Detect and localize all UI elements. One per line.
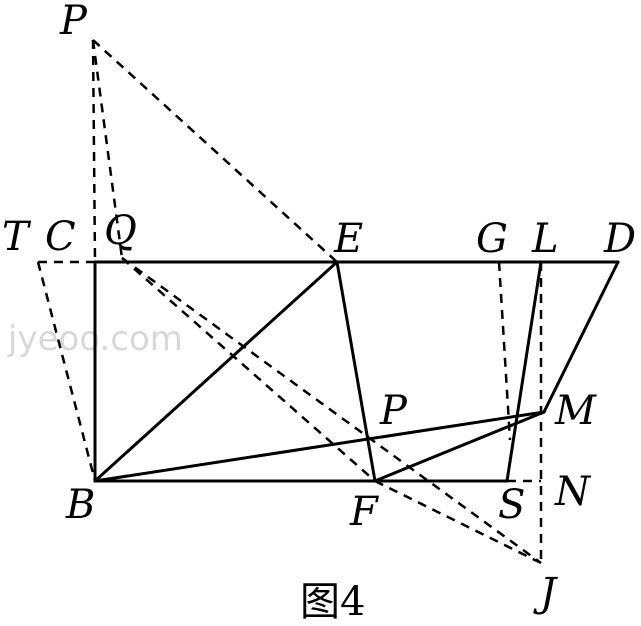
label-P-top: P — [59, 0, 88, 44]
label-E: E — [333, 216, 363, 262]
line-BM — [93, 410, 546, 483]
label-D: D — [603, 216, 636, 262]
label-T: T — [2, 214, 32, 260]
line-LS — [505, 260, 543, 483]
line-EF — [335, 260, 377, 483]
line-QJ — [121, 256, 542, 565]
line-TB — [36, 261, 97, 482]
label-J: J — [533, 570, 558, 616]
label-B: B — [65, 482, 95, 528]
label-P-mid: P — [379, 388, 408, 434]
line-DM — [542, 260, 620, 414]
label-G: G — [476, 216, 508, 262]
figure-caption: 图4 — [300, 579, 365, 625]
label-L: L — [531, 216, 559, 262]
label-M: M — [554, 388, 597, 434]
label-F: F — [349, 489, 379, 535]
label-C: C — [45, 214, 76, 260]
line-G-down — [497, 261, 512, 441]
label-S: S — [498, 482, 525, 528]
label-Q: Q — [104, 208, 137, 254]
line-PQ — [91, 39, 124, 259]
label-N: N — [554, 469, 592, 515]
line-BE — [93, 260, 339, 483]
line-PE — [92, 39, 338, 263]
line-QF — [121, 257, 376, 482]
line-PC — [91, 39, 97, 263]
